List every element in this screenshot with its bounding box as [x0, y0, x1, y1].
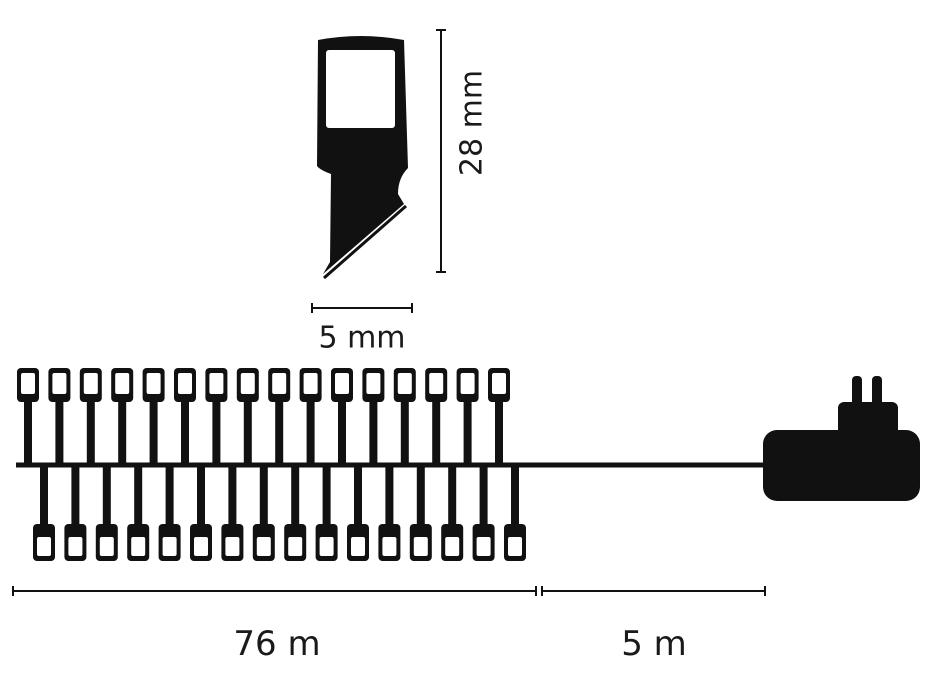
power-adapter-icon [763, 376, 920, 501]
bottom-bulb [252, 467, 275, 561]
top-bulb [111, 368, 134, 464]
bottom-bulb-row [33, 467, 526, 561]
bottom-bulb [64, 467, 87, 561]
bottom-bulb [284, 467, 307, 561]
top-bulb [456, 368, 479, 464]
top-bulb [174, 368, 196, 464]
top-bulb [299, 368, 322, 464]
top-bulb [236, 368, 259, 464]
bottom-bulb [378, 467, 401, 561]
top-bulb [488, 368, 510, 464]
top-bulb [142, 368, 165, 464]
top-bulb [79, 368, 102, 464]
light-string [16, 368, 770, 561]
bottom-bulb [315, 467, 338, 561]
bottom-bulb [190, 467, 212, 561]
bottom-bulb [347, 467, 369, 561]
top-bulb [48, 368, 71, 464]
bottom-bulb [221, 467, 244, 561]
string-length-dimension [12, 586, 537, 596]
top-bulb [362, 368, 385, 464]
width-dimension [311, 303, 413, 313]
top-bulb [17, 368, 39, 464]
bottom-bulb [33, 467, 55, 561]
lead-cable-length-label: 5 m [621, 624, 687, 664]
top-bulb [205, 368, 228, 464]
bulb-lens [326, 50, 395, 128]
bottom-bulb [127, 467, 150, 561]
bulb-detail-illustration [317, 36, 408, 280]
top-bulb [268, 368, 291, 464]
bulb-width-label: 5 mm [318, 320, 406, 356]
lead-cable-dimension [541, 586, 766, 596]
bottom-bulb [95, 467, 118, 561]
top-bulb [425, 368, 448, 464]
top-bulb [393, 368, 416, 464]
bottom-bulb [158, 467, 181, 561]
top-bulb-row [17, 368, 510, 464]
bulb-tip-line [323, 204, 407, 280]
bottom-bulb [504, 467, 526, 561]
top-bulb [331, 368, 353, 464]
bottom-bulb [409, 467, 432, 561]
bottom-bulb [441, 467, 464, 561]
string-length-label: 76 m [233, 624, 321, 664]
height-dimension [436, 29, 446, 273]
bottom-bulb [472, 467, 495, 561]
bulb-height-label: 28 mm [454, 69, 490, 177]
